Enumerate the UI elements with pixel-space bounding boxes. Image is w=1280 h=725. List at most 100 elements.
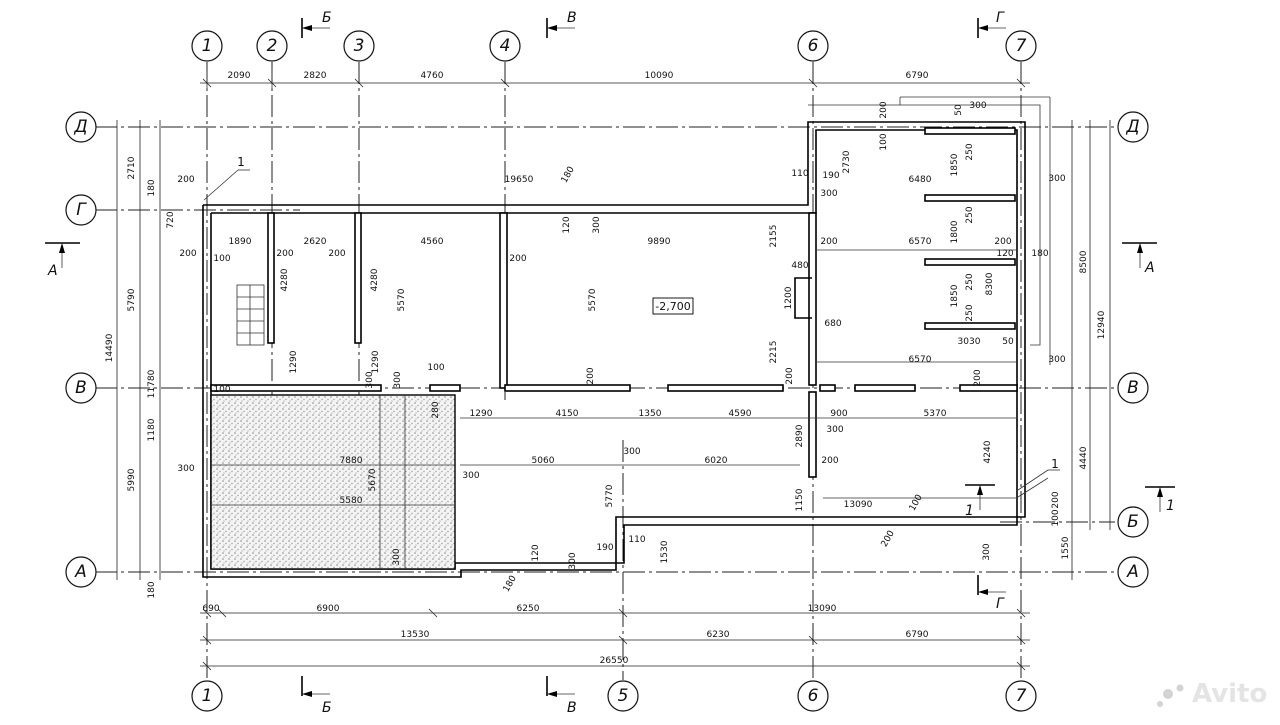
svg-text:2820: 2820 xyxy=(304,71,327,81)
svg-text:180: 180 xyxy=(147,581,157,598)
svg-text:3030: 3030 xyxy=(958,337,981,347)
svg-text:300: 300 xyxy=(982,543,992,560)
svg-text:110: 110 xyxy=(791,169,808,179)
section-v-top: В xyxy=(567,10,577,26)
svg-text:200: 200 xyxy=(328,249,345,259)
svg-text:190: 190 xyxy=(596,543,613,553)
svg-text:200: 200 xyxy=(821,456,838,466)
axis-b-right: Б xyxy=(1127,512,1139,532)
svg-text:300: 300 xyxy=(1048,355,1065,365)
svg-text:1180: 1180 xyxy=(147,418,157,441)
section-a-right: А xyxy=(1144,260,1155,276)
level-mark-box xyxy=(652,297,694,315)
svg-text:300: 300 xyxy=(969,101,986,111)
svg-text:19650: 19650 xyxy=(505,175,534,185)
svg-text:6570: 6570 xyxy=(909,355,932,365)
svg-text:2730: 2730 xyxy=(842,150,852,173)
svg-text:1890: 1890 xyxy=(229,237,252,247)
svg-text:1200: 1200 xyxy=(784,286,794,309)
svg-text:100: 100 xyxy=(213,385,230,395)
svg-text:5990: 5990 xyxy=(127,468,137,491)
svg-text:5570: 5570 xyxy=(397,288,407,311)
axis-3-top: 3 xyxy=(354,36,365,56)
svg-text:300: 300 xyxy=(393,371,403,388)
axis-2-top: 2 xyxy=(267,36,278,56)
svg-text:8300: 8300 xyxy=(985,272,995,295)
svg-text:2620: 2620 xyxy=(304,237,327,247)
axis-d-left: Д xyxy=(73,117,87,137)
svg-text:6250: 6250 xyxy=(517,604,540,614)
svg-text:10090: 10090 xyxy=(645,71,674,81)
axis-6-top: 6 xyxy=(808,36,819,56)
svg-text:6900: 6900 xyxy=(317,604,340,614)
svg-text:7880: 7880 xyxy=(340,456,363,466)
svg-text:6790: 6790 xyxy=(906,630,929,640)
axis-bubbles-left: Д Г В А xyxy=(65,111,97,588)
svg-text:200: 200 xyxy=(880,529,897,549)
axis-bubbles-right: Д В Б А xyxy=(1117,111,1149,588)
axis-d-right: Д xyxy=(1125,117,1139,137)
svg-text:1350: 1350 xyxy=(639,409,662,419)
svg-text:4440: 4440 xyxy=(1079,446,1089,469)
svg-text:6230: 6230 xyxy=(707,630,730,640)
svg-text:100: 100 xyxy=(908,493,925,513)
svg-text:9890: 9890 xyxy=(648,237,671,247)
section-v-bottom: В xyxy=(567,700,577,716)
svg-text:2090: 2090 xyxy=(228,71,251,81)
svg-text:180: 180 xyxy=(1031,249,1048,259)
svg-text:300: 300 xyxy=(826,425,843,435)
svg-text:100: 100 xyxy=(213,254,230,264)
svg-text:250: 250 xyxy=(965,143,975,160)
svg-text:200: 200 xyxy=(586,367,596,384)
svg-text:1530: 1530 xyxy=(660,540,670,563)
svg-text:200: 200 xyxy=(179,249,196,259)
svg-text:250: 250 xyxy=(965,304,975,321)
axis-5-bottom: 5 xyxy=(618,686,629,706)
dims-left: 2710 180 720 5790 11780 14490 5990 180 xyxy=(105,156,176,598)
svg-text:5770: 5770 xyxy=(605,484,615,507)
level-mark: -2,700 xyxy=(655,300,690,313)
svg-text:1850: 1850 xyxy=(950,153,960,176)
svg-text:Avito: Avito xyxy=(1192,679,1267,709)
dims-top: 2090 2820 4760 10090 6790 xyxy=(228,71,929,81)
callout-leader-right xyxy=(1017,469,1060,498)
svg-text:4150: 4150 xyxy=(556,409,579,419)
section-1-inner: 1 xyxy=(965,503,974,519)
svg-text:900: 900 xyxy=(830,409,847,419)
svg-text:4560: 4560 xyxy=(421,237,444,247)
svg-text:14490: 14490 xyxy=(105,333,115,362)
svg-text:4760: 4760 xyxy=(421,71,444,81)
axis-7-bottom: 7 xyxy=(1016,686,1027,706)
svg-text:190: 190 xyxy=(822,171,839,181)
svg-text:200: 200 xyxy=(1051,491,1061,508)
svg-text:100: 100 xyxy=(879,133,889,150)
svg-text:280: 280 xyxy=(431,401,441,418)
svg-text:300: 300 xyxy=(462,471,479,481)
svg-text:680: 680 xyxy=(824,319,841,329)
axis-4-top: 4 xyxy=(500,36,511,56)
svg-text:2710: 2710 xyxy=(127,156,137,179)
svg-text:11780: 11780 xyxy=(147,369,157,398)
axis-v-right: В xyxy=(1127,378,1139,398)
section-b-top: Б xyxy=(322,10,332,26)
axis-6-bottom: 6 xyxy=(808,686,819,706)
dimension-lines xyxy=(116,70,1111,671)
axis-a-right: А xyxy=(1126,562,1139,582)
avito-watermark: Avito xyxy=(1157,679,1267,709)
svg-text:300: 300 xyxy=(592,216,602,233)
svg-text:200: 200 xyxy=(177,175,194,185)
svg-text:100: 100 xyxy=(1051,509,1061,526)
svg-text:5570: 5570 xyxy=(588,288,598,311)
svg-text:300: 300 xyxy=(568,552,578,569)
callout-leader-left xyxy=(203,169,250,201)
svg-text:4590: 4590 xyxy=(729,409,752,419)
svg-text:5670: 5670 xyxy=(368,468,378,491)
svg-text:110: 110 xyxy=(628,535,645,545)
svg-text:1290: 1290 xyxy=(371,350,381,373)
section-b-bottom: Б xyxy=(322,700,332,716)
svg-text:100: 100 xyxy=(427,363,444,373)
svg-text:2890: 2890 xyxy=(795,424,805,447)
axis-g-left: Г xyxy=(76,200,87,220)
svg-text:720: 720 xyxy=(166,211,176,228)
axis-1-bottom: 1 xyxy=(202,686,213,706)
